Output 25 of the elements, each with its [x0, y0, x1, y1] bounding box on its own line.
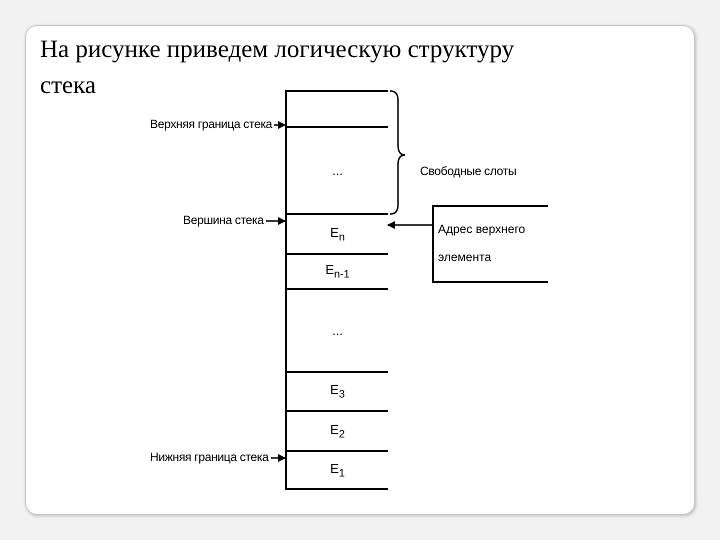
arrow	[387, 221, 432, 229]
bracket-label: Свободные слоты	[420, 164, 516, 178]
stack-slot	[285, 452, 388, 490]
slot-text: E$_{n-1}$	[325, 262, 350, 281]
stack-slot	[285, 290, 388, 373]
address-box: Адрес верхнего элемента	[432, 205, 548, 283]
pointer-label: Вершина стека	[183, 213, 264, 227]
stack-slot	[285, 90, 388, 128]
stack-slot	[285, 412, 388, 452]
slot-text: ...	[332, 323, 343, 338]
arrow	[266, 217, 286, 225]
arrow	[274, 121, 286, 129]
slot-text: E$_{n}$	[330, 224, 345, 244]
slide-title: На рисунке приведем логическую структуру стека	[40, 35, 516, 101]
pointer-label: Верхняя граница стека	[150, 117, 272, 131]
pointer-label: Нижняя граница стека	[150, 450, 269, 464]
slot-text: E$_{1}$	[330, 460, 345, 480]
stack-slot	[285, 128, 388, 215]
stack-slot	[285, 255, 388, 290]
slot-text: E$_{2}$	[330, 422, 345, 440]
slot-text: E$_{3}$	[330, 382, 345, 401]
slot-text: ...	[332, 163, 343, 178]
stack-slot	[285, 215, 388, 255]
stack-slot	[285, 373, 388, 412]
arrow	[271, 454, 286, 462]
